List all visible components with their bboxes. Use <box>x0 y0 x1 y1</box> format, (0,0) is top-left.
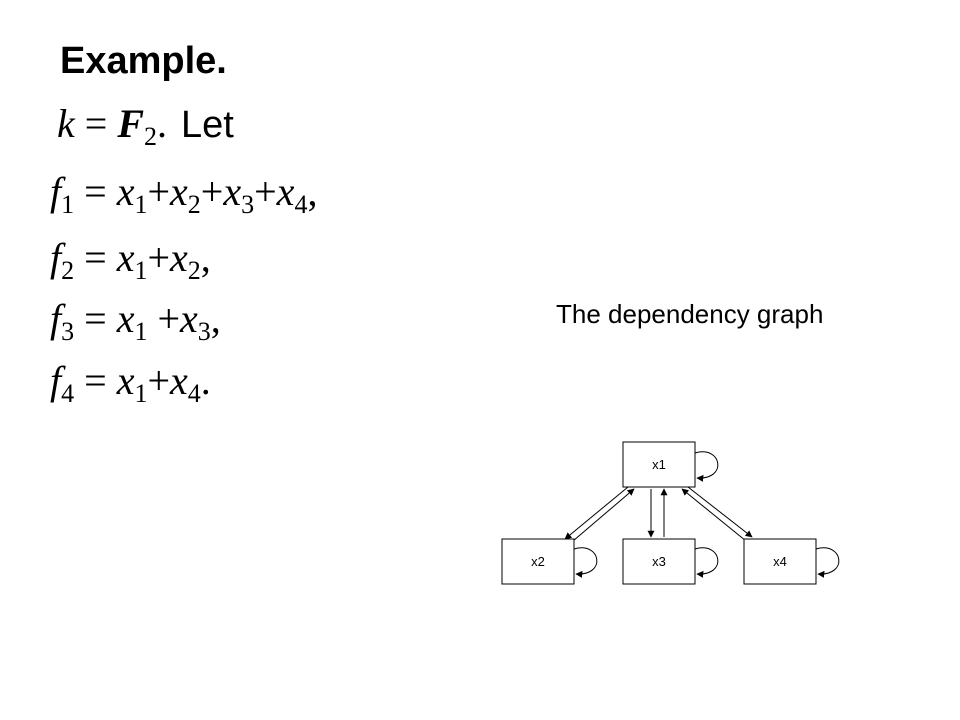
variable-index: 1 <box>134 317 148 346</box>
equals-sign: = <box>74 296 117 341</box>
self-loop-x3 <box>694 547 719 578</box>
operator: . <box>200 358 211 403</box>
variable-index: 1 <box>134 190 148 219</box>
node-x1: x1 <box>622 441 719 488</box>
function-symbol: f <box>50 358 62 403</box>
operator: + <box>254 169 277 214</box>
k-symbol: k <box>57 101 75 146</box>
edge-x1-to-x4 <box>687 486 753 538</box>
variable-symbol: x <box>276 169 295 214</box>
function-index: 2 <box>61 256 75 285</box>
function-index: 1 <box>61 190 75 219</box>
dependency-graph: x1 x2 x3 x4 <box>501 441 840 585</box>
variable-symbol: x <box>170 358 188 403</box>
equation-f3: f3 = x1 +x3, <box>50 295 221 346</box>
variable-index: 2 <box>187 256 201 285</box>
edge-x2-to-x1 <box>572 488 635 542</box>
equals-sign: = <box>74 101 118 146</box>
variable-index: 1 <box>134 379 148 408</box>
operator: + <box>200 169 224 214</box>
variable-symbol: x <box>116 235 135 280</box>
variable-symbol: x <box>180 296 198 341</box>
variable-symbol: x <box>116 169 135 214</box>
node-x2: x2 <box>501 538 598 585</box>
equation-f1: f1 = x1+x2+x3+x4, <box>50 168 318 219</box>
field-symbol: F <box>117 101 145 146</box>
node-x1-label: x1 <box>652 457 666 472</box>
equals-sign: = <box>74 169 117 214</box>
field-definition: k = F2. Let <box>57 100 234 151</box>
variable-symbol: x <box>223 169 242 214</box>
operator: + <box>147 358 171 403</box>
equation-f2: f2 = x1+x2, <box>50 234 211 285</box>
function-index: 3 <box>61 317 75 346</box>
variable-index: 2 <box>187 190 201 219</box>
operator: + <box>147 169 171 214</box>
equals-sign: = <box>74 235 117 280</box>
function-symbol: f <box>50 296 62 341</box>
operator: , <box>210 296 221 341</box>
operator: , <box>200 235 211 280</box>
operator: + <box>147 235 171 280</box>
variable-index: 4 <box>294 190 308 219</box>
self-loop-x4 <box>815 547 840 578</box>
node-x3-label: x3 <box>652 554 666 569</box>
node-x2-label: x2 <box>531 554 545 569</box>
edge-x1-to-x2 <box>564 486 629 540</box>
graph-caption: The dependency graph <box>556 299 824 329</box>
field-subscript: 2 <box>144 122 158 151</box>
example-heading: Example. <box>60 40 227 82</box>
edge-x4-to-x1 <box>681 488 747 542</box>
variable-index: 1 <box>134 256 148 285</box>
variable-symbol: x <box>170 169 188 214</box>
operator: + <box>147 296 181 341</box>
equals-sign: = <box>74 358 117 403</box>
variable-index: 4 <box>187 379 201 408</box>
period: . <box>157 101 168 146</box>
variable-symbol: x <box>116 358 135 403</box>
node-x4: x4 <box>743 538 840 585</box>
let-word: Let <box>181 104 234 146</box>
function-symbol: f <box>50 235 62 280</box>
variable-symbol: x <box>116 296 135 341</box>
function-index: 4 <box>61 379 75 408</box>
self-loop-x2 <box>573 547 598 578</box>
variable-symbol: x <box>170 235 188 280</box>
node-x4-label: x4 <box>773 554 787 569</box>
function-symbol: f <box>50 169 62 214</box>
variable-index: 3 <box>241 190 255 219</box>
operator: , <box>307 169 318 214</box>
self-loop-x1 <box>694 451 719 482</box>
equation-f4: f4 = x1+x4. <box>50 357 211 408</box>
variable-index: 3 <box>197 317 211 346</box>
node-x3: x3 <box>622 538 719 585</box>
